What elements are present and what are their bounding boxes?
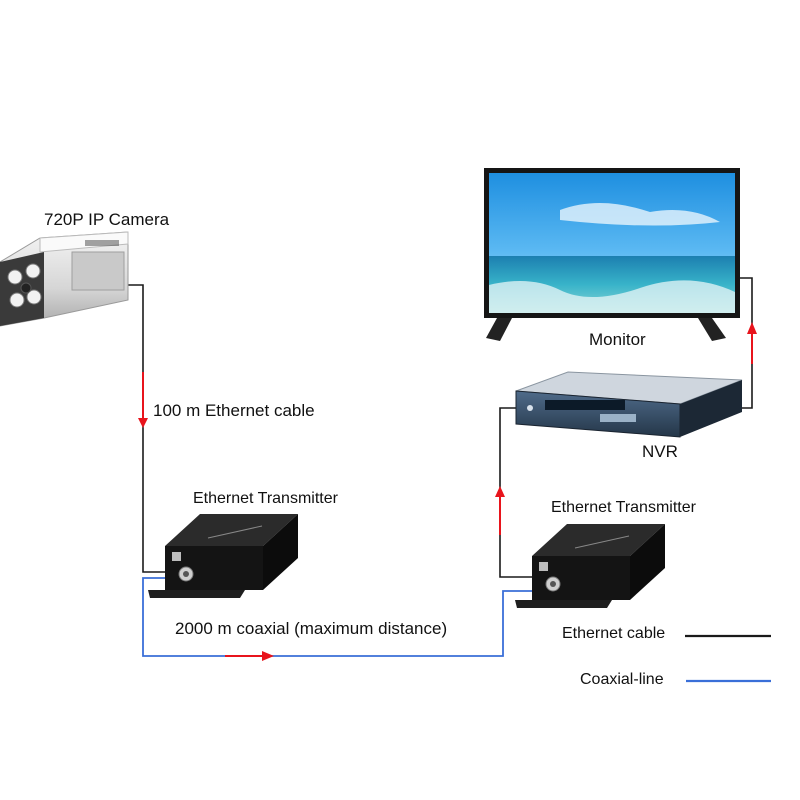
legend-coaxial-label: Coaxial-line <box>580 671 664 688</box>
monitor-label: Monitor <box>589 330 646 349</box>
camera-to-transmitter-cable <box>118 284 178 573</box>
arrow-right-icon <box>225 651 274 661</box>
camera-label: 720P IP Camera <box>44 210 170 229</box>
legend-ethernet-label: Ethernet cable <box>562 625 666 642</box>
signal-arrows <box>138 322 757 661</box>
monitor-icon <box>484 168 740 341</box>
nvr-label: NVR <box>642 442 678 461</box>
arrow-down-icon <box>138 372 148 428</box>
transmitter-left-label: Ethernet Transmitter <box>193 490 338 507</box>
ethernet-cable-length-label: 100 m Ethernet cable <box>153 401 315 420</box>
ip-camera-icon <box>0 231 129 327</box>
arrow-up-icon <box>747 322 757 364</box>
coaxial-lines <box>142 577 771 683</box>
coaxial-length-label: 2000 m coaxial (maximum distance) <box>175 619 448 638</box>
transmitter-to-nvr-cable <box>499 407 540 578</box>
nvr-recorder-icon <box>515 371 743 438</box>
coaxial-cable <box>142 577 548 657</box>
arrow-up-icon <box>495 486 505 535</box>
ethernet-transmitter-icon <box>515 524 665 608</box>
transmitter-right-label: Ethernet Transmitter <box>551 499 696 516</box>
ethernet-transmitter-icon <box>148 514 298 598</box>
